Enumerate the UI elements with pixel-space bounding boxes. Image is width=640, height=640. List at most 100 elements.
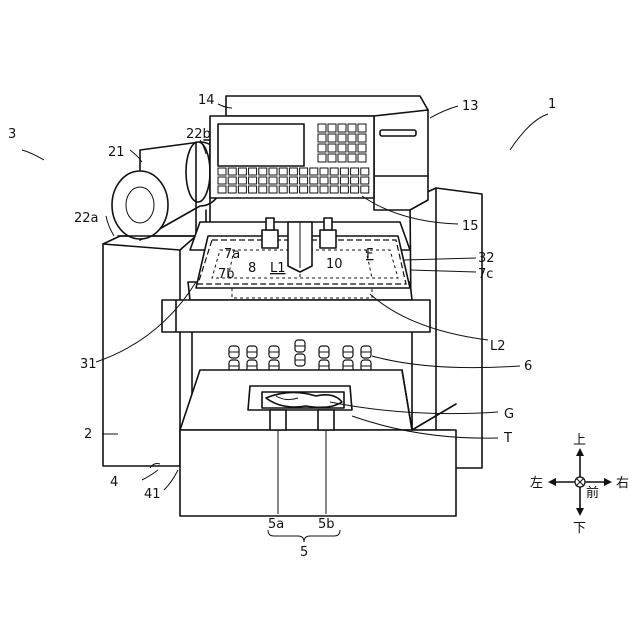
keypad-key	[338, 134, 346, 142]
keypad-key	[320, 186, 328, 193]
keypad-key	[300, 186, 308, 193]
keypad-key	[340, 177, 348, 184]
pusher-blade	[288, 222, 312, 272]
keypad-key	[238, 177, 246, 184]
keypad-key	[328, 144, 336, 152]
keypad-key	[249, 168, 257, 175]
keypad-key	[348, 154, 356, 162]
keypad-key	[330, 168, 338, 175]
keypad-key	[238, 186, 246, 193]
keypad-key	[310, 186, 318, 193]
keypad-key	[348, 124, 356, 132]
ref-L2: L2	[490, 339, 506, 354]
keypad-key	[361, 177, 369, 184]
dir-right: 右	[616, 476, 629, 491]
pickup-pin	[319, 346, 329, 358]
direction-compass	[548, 448, 612, 516]
ref-L1: L1	[270, 261, 286, 276]
keypad-key	[289, 177, 297, 184]
keypad-key	[269, 186, 277, 193]
keypad-key	[289, 186, 297, 193]
dir-left: 左	[530, 476, 543, 491]
pickup-pin	[229, 346, 239, 358]
dir-up: 上	[573, 433, 586, 448]
keypad-key	[361, 186, 369, 193]
keypad-key	[318, 144, 326, 152]
keypad-key	[259, 186, 267, 193]
keypad-key	[338, 154, 346, 162]
ref-3: 3	[8, 127, 16, 142]
keypad-key	[328, 134, 336, 142]
keypad-key	[330, 177, 338, 184]
keypad-key	[318, 154, 326, 162]
pickup-pin	[247, 346, 257, 358]
keypad-key	[351, 168, 359, 175]
keypad-key	[320, 168, 328, 175]
keypad-key	[328, 154, 336, 162]
ref-F: F	[366, 247, 373, 262]
keypad-key	[269, 177, 277, 184]
keypad-key	[351, 186, 359, 193]
keypad-key	[218, 186, 226, 193]
keypad-key	[259, 168, 267, 175]
keypad-key	[340, 186, 348, 193]
pickup-pin	[361, 346, 371, 358]
dir-front: 前	[586, 485, 599, 501]
pickup-pin	[295, 354, 305, 366]
ref-5b: 5b	[318, 517, 335, 532]
keypad-key	[279, 168, 287, 175]
ref-5: 5	[300, 545, 308, 560]
keypad-key	[249, 177, 257, 184]
keypad-key	[310, 177, 318, 184]
ref-7b: 7b	[218, 267, 235, 282]
keypad-key	[348, 144, 356, 152]
ref-32: 32	[478, 251, 495, 266]
keypad-key	[340, 168, 348, 175]
keypad-key	[348, 134, 356, 142]
keypad-bottom	[218, 168, 369, 193]
ref-15: 15	[462, 219, 479, 234]
ref-7c: 7c	[478, 267, 493, 282]
ref-21: 21	[108, 145, 125, 160]
keypad-key	[318, 124, 326, 132]
ref-31: 31	[80, 357, 97, 372]
dir-down: 下	[573, 521, 586, 536]
keypad-key	[361, 168, 369, 175]
keypad-key	[310, 168, 318, 175]
ref-G: G	[504, 407, 514, 422]
ref-41: 41	[144, 487, 161, 502]
keypad-key	[351, 177, 359, 184]
ref-14: 14	[198, 93, 215, 108]
keypad-key	[328, 124, 336, 132]
ref-4: 4	[110, 475, 118, 490]
keypad-key	[238, 168, 246, 175]
keypad-key	[338, 144, 346, 152]
ref-22b: 22b	[186, 127, 211, 142]
ref-7a: 7a	[224, 247, 240, 262]
ref-8: 8	[248, 261, 256, 276]
keypad-key	[358, 144, 366, 152]
keypad-key	[228, 186, 236, 193]
pickup-pin	[295, 340, 305, 352]
food-tray	[248, 386, 352, 410]
keypad-key	[358, 124, 366, 132]
keypad-key	[218, 168, 226, 175]
ref-10: 10	[326, 257, 343, 272]
keypad-key	[358, 154, 366, 162]
ref-2: 2	[84, 427, 92, 442]
keypad-key	[289, 168, 297, 175]
keypad-key	[249, 186, 257, 193]
keypad-key	[318, 134, 326, 142]
ref-1: 1	[548, 97, 556, 112]
ref-6: 6	[524, 359, 532, 374]
keypad-key	[279, 177, 287, 184]
keypad-key	[320, 177, 328, 184]
keypad-key	[228, 177, 236, 184]
ref-T: T	[503, 431, 512, 446]
keypad-key	[218, 177, 226, 184]
pickup-pin	[343, 346, 353, 358]
keypad-key	[358, 134, 366, 142]
keypad-key	[300, 177, 308, 184]
